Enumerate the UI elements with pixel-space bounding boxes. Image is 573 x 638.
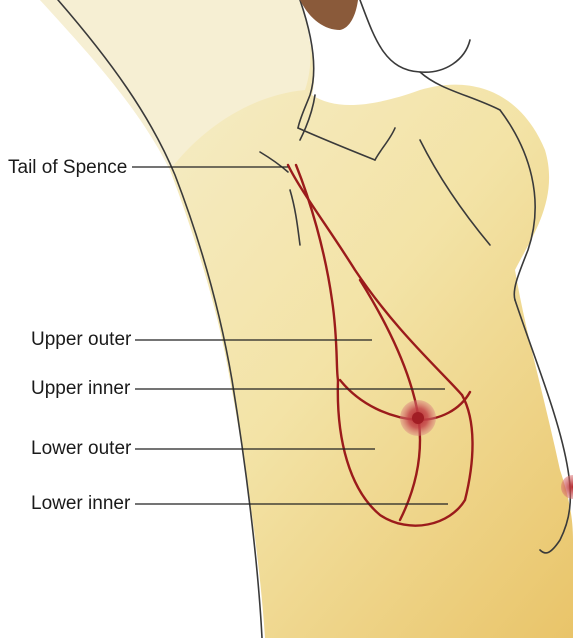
label-tail-of-spence: Tail of Spence bbox=[8, 158, 127, 177]
label-lower-outer: Lower outer bbox=[31, 439, 131, 458]
label-upper-outer: Upper outer bbox=[31, 330, 131, 349]
label-upper-inner: Upper inner bbox=[31, 379, 130, 398]
label-lower-inner: Lower inner bbox=[31, 494, 130, 513]
nipple-center bbox=[412, 412, 424, 424]
